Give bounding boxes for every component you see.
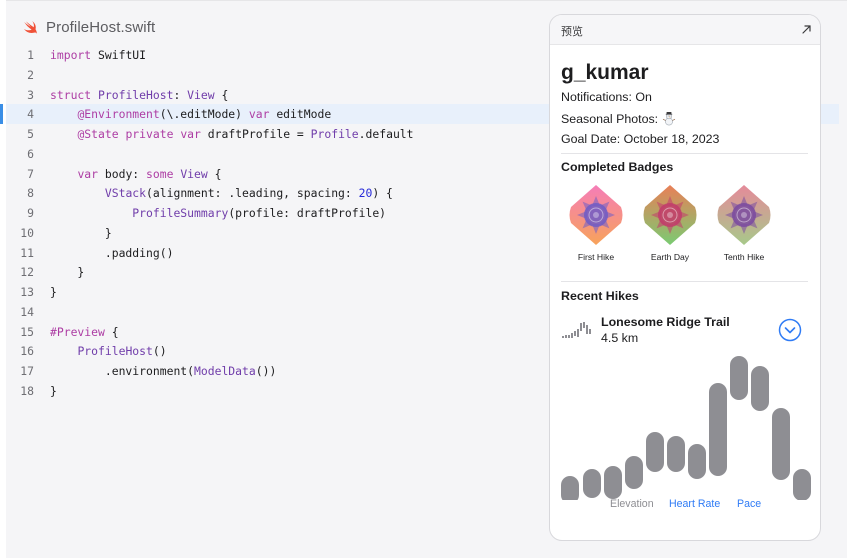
line-number: 14 — [20, 304, 34, 319]
chevron-down-icon[interactable] — [778, 318, 802, 342]
code-line[interactable]: 6 — [6, 144, 839, 164]
username: g_kumar — [561, 61, 649, 84]
graph-segmented-control[interactable]: Elevation Heart Rate Pace — [550, 498, 820, 514]
code-text[interactable]: #Preview { — [50, 324, 119, 339]
expand-arrow-icon[interactable] — [801, 24, 812, 35]
code-text[interactable]: VStack(alignment: .leading, spacing: 20)… — [104, 186, 393, 201]
graph-bar — [604, 466, 622, 499]
graph-bar — [561, 476, 579, 500]
line-number: 5 — [27, 127, 34, 141]
code-text[interactable]: } — [50, 383, 57, 398]
goal-date: Goal Date: October 18, 2023 — [561, 132, 720, 146]
code-line[interactable]: 9 ProfileSummary(profile: draftProfile) — [6, 203, 839, 223]
badge: Earth Day — [638, 182, 702, 262]
graph-bar — [730, 356, 748, 400]
hike-row: Lonesome Ridge Trail 4.5 km — [561, 315, 811, 347]
line-number: 7 — [27, 166, 34, 181]
code-line[interactable]: 17 .environment(ModelData()) — [6, 361, 839, 381]
badge: Tenth Hike — [712, 182, 776, 262]
line-number: 4 — [27, 107, 34, 122]
file-name: ProfileHost.swift — [46, 18, 156, 36]
hike-distance: 4.5 km — [601, 331, 639, 345]
line-number: 13 — [20, 285, 34, 299]
preview-canvas: 预览 g_kumar Notifications: On Seasonal Ph… — [549, 14, 821, 541]
code-text[interactable]: } — [50, 225, 112, 240]
notifications-status: Notifications: On — [561, 90, 652, 104]
graph-bar — [772, 408, 790, 480]
seasonal-photos: Seasonal Photos: — [561, 111, 676, 126]
code-text[interactable]: } — [50, 265, 85, 280]
code-text[interactable]: ProfileHost() — [77, 344, 167, 359]
code-line[interactable]: 13} — [6, 282, 839, 302]
code-line[interactable]: 12 } — [6, 262, 839, 282]
code-line[interactable]: 3 struct ProfileHost: View { — [6, 85, 839, 105]
hike-name: Lonesome Ridge Trail — [601, 315, 730, 329]
graph-bar — [625, 456, 643, 489]
badge-label: First Hike — [577, 252, 615, 262]
graph-bar — [667, 436, 685, 472]
recent-hikes-title: Recent Hikes — [561, 289, 639, 303]
active-line-indicator — [0, 104, 3, 125]
code-line[interactable]: 16 ProfileHost() — [6, 341, 839, 361]
line-number: 10 — [20, 225, 34, 240]
badge-icon — [717, 185, 771, 245]
hike-path-icon — [562, 322, 591, 338]
line-number: 6 — [27, 146, 34, 161]
completed-badges-title: Completed Badges — [561, 160, 674, 174]
badge-icon — [643, 185, 697, 245]
segment-elevation[interactable]: Elevation — [610, 498, 654, 510]
line-number: 16 — [20, 344, 34, 359]
graph-bar — [751, 366, 769, 411]
code-line[interactable]: 18} — [6, 381, 839, 401]
code-line[interactable]: 5 @State private var draftProfile = Prof… — [6, 124, 839, 144]
line-number: 18 — [20, 383, 34, 398]
line-number: 11 — [20, 245, 34, 260]
code-line[interactable]: 14 — [6, 302, 839, 322]
line-number: 1 — [27, 48, 34, 62]
seasonal-photos-label: Seasonal Photos: — [561, 111, 659, 126]
code-text[interactable]: .environment(ModelData()) — [50, 364, 277, 378]
code-line[interactable]: 8 VStack(alignment: .leading, spacing: 2… — [6, 183, 839, 203]
code-line[interactable]: 11 .padding() — [6, 243, 839, 263]
line-number: 2 — [27, 67, 34, 82]
badge-label: Tenth Hike — [723, 252, 765, 262]
code-text[interactable]: ProfileSummary(profile: draftProfile) — [132, 206, 387, 220]
code-text[interactable]: .padding() — [50, 245, 174, 260]
snowman-icon — [663, 112, 676, 126]
segment-heart-rate[interactable]: Heart Rate — [669, 498, 721, 510]
hike-graph — [561, 356, 811, 500]
badge: First Hike — [564, 182, 628, 262]
file-header: ProfileHost.swift — [22, 17, 155, 37]
divider — [561, 153, 808, 154]
line-number: 17 — [20, 364, 34, 378]
badge-label: Earth Day — [650, 252, 690, 262]
code-line[interactable]: 2 — [6, 65, 839, 85]
preview-title: 预览 — [561, 26, 583, 38]
graph-bar — [793, 469, 811, 500]
divider — [561, 281, 808, 282]
graph-bar — [709, 383, 727, 476]
line-number: 8 — [27, 186, 34, 201]
graph-bar — [583, 469, 601, 498]
swift-icon — [24, 21, 37, 34]
line-number: 12 — [20, 265, 34, 280]
badge-icon — [569, 185, 623, 245]
line-number: 9 — [27, 206, 34, 220]
graph-bar — [688, 444, 706, 479]
preview-header: 预览 — [550, 15, 820, 45]
code-line[interactable]: 10 } — [6, 223, 839, 243]
code-text[interactable]: } — [50, 285, 57, 299]
line-number: 3 — [27, 87, 34, 102]
code-text[interactable]: import SwiftUI — [50, 48, 147, 62]
code-text[interactable]: @Environment(\.editMode) var editMode — [77, 107, 332, 122]
line-number: 15 — [20, 324, 34, 339]
code-line[interactable]: 7 var body: some View { — [6, 164, 839, 184]
graph-bar — [646, 432, 664, 472]
code-line[interactable]: 15 #Preview { — [6, 322, 839, 342]
code-text[interactable]: @State private var draftProfile = Profil… — [77, 127, 414, 141]
segment-pace[interactable]: Pace — [737, 498, 762, 510]
code-text[interactable]: var body: some View { — [77, 166, 222, 181]
code-text[interactable]: struct ProfileHost: View { — [50, 87, 229, 102]
code-line[interactable]: 1 import SwiftUI — [6, 45, 839, 65]
